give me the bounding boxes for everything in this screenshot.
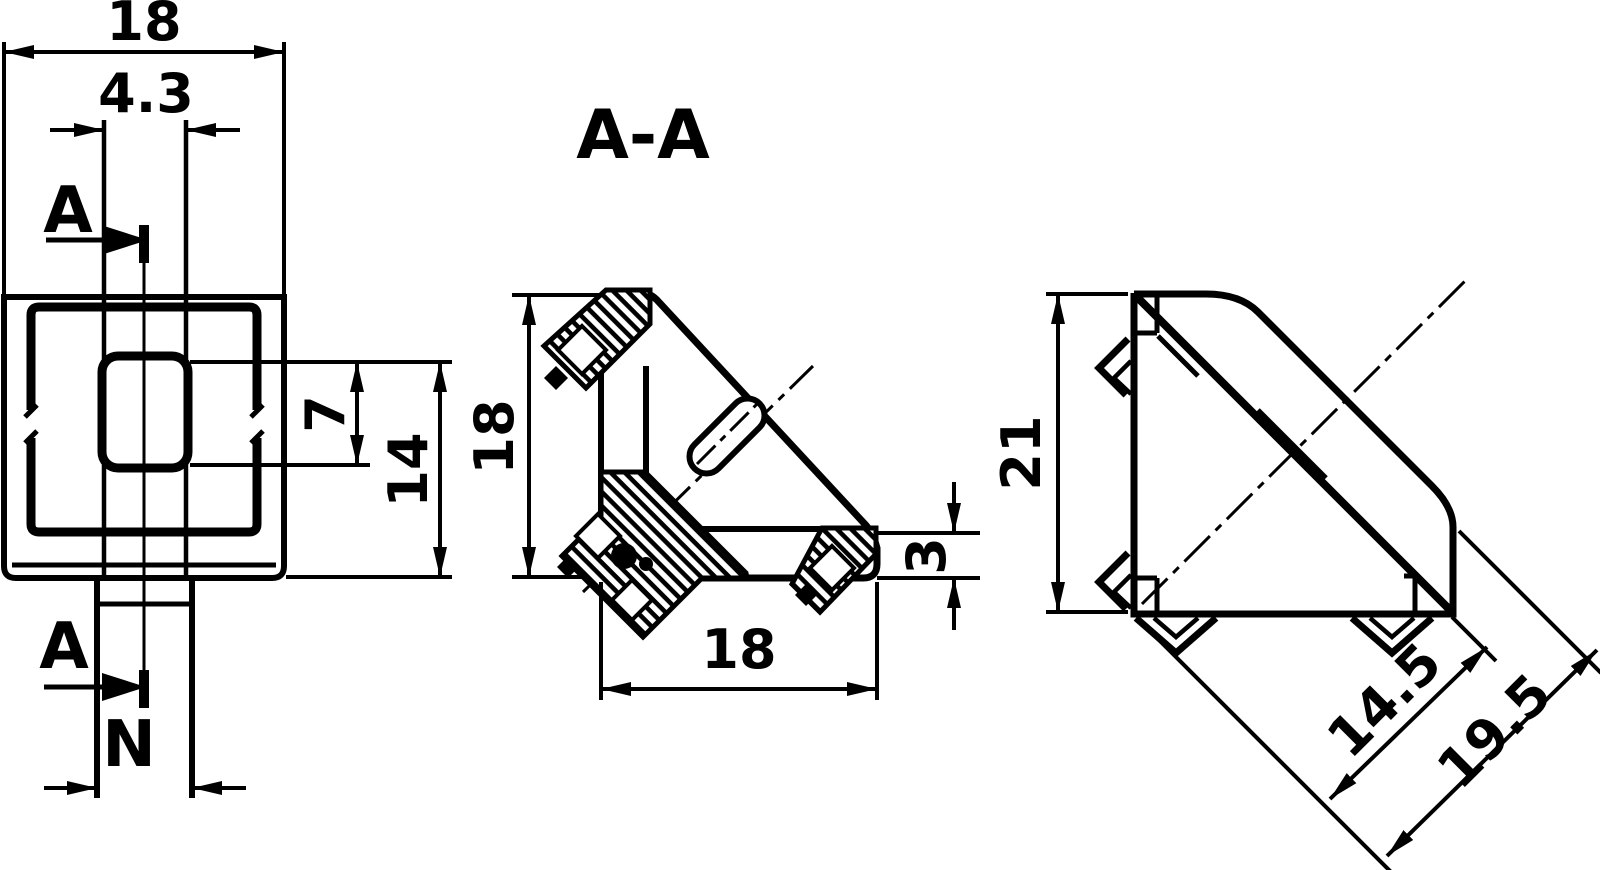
front-view: 18 4.3 A A N [1, 0, 452, 798]
tab-edge-hidden [1156, 334, 1200, 378]
notch-top-left [1134, 295, 1160, 336]
ext-line-diagonal [1137, 618, 1392, 870]
bottom-hook-tab-inner [1152, 616, 1200, 640]
hook-channel [555, 323, 609, 377]
section-arrow-top [104, 226, 148, 254]
side-hook-tab-inner [1110, 573, 1133, 610]
hook-channel [573, 511, 623, 561]
dim-side-height: 21 [990, 415, 1053, 490]
cut-label-top: A [43, 174, 93, 248]
face-diagonal-edge [1133, 293, 1454, 614]
screw-slot [97, 351, 193, 473]
notch-bottom-left [1134, 575, 1160, 613]
slot-edge-on [1256, 408, 1328, 480]
dim-slot-height: 7 [294, 395, 357, 433]
boss-outline-lower [26, 438, 262, 537]
side-hook-tab [1094, 336, 1131, 398]
hook-tip [795, 584, 817, 606]
dim-slot-width: 4.3 [98, 62, 194, 125]
cut-label-bottom: A [39, 610, 89, 684]
section-arrow-bottom [102, 673, 146, 701]
dim-overall-width: 18 [106, 0, 181, 53]
dim-section-height: 18 [463, 399, 526, 474]
bottom-hook-tab-inner [1368, 616, 1416, 640]
dim-section-width: 18 [701, 618, 776, 681]
edge-break-ticks [23, 403, 265, 445]
side-hook-tab-inner [1110, 359, 1133, 396]
slot-centerline-segment [695, 401, 760, 466]
hook-channel [807, 543, 857, 593]
dim-tab-width: N [102, 708, 156, 782]
side-outline [1130, 290, 1457, 618]
hatched-corner [558, 469, 751, 641]
dim-height-partial: 14 [377, 432, 440, 507]
dim-leg-thickness: 3 [895, 537, 958, 575]
hook-tip [544, 366, 568, 390]
ext-line-diagonal [1457, 529, 1600, 675]
section-view: A-A 18 18 [463, 96, 980, 700]
corner-weld-dot [639, 557, 653, 571]
side-hook-tab [1094, 550, 1131, 612]
slot-centerline [581, 364, 815, 594]
corner-weld-dot [611, 543, 637, 569]
notch-bottom-right [1404, 573, 1418, 613]
section-title: A-A [576, 96, 710, 175]
boss-outline-upper [26, 302, 262, 410]
hook-tip [557, 556, 579, 578]
slot-centerline [1140, 278, 1468, 606]
hook-channel [609, 577, 655, 623]
bracket-face-outline [1, 294, 287, 581]
dim-line-diag-outer [1385, 648, 1599, 858]
